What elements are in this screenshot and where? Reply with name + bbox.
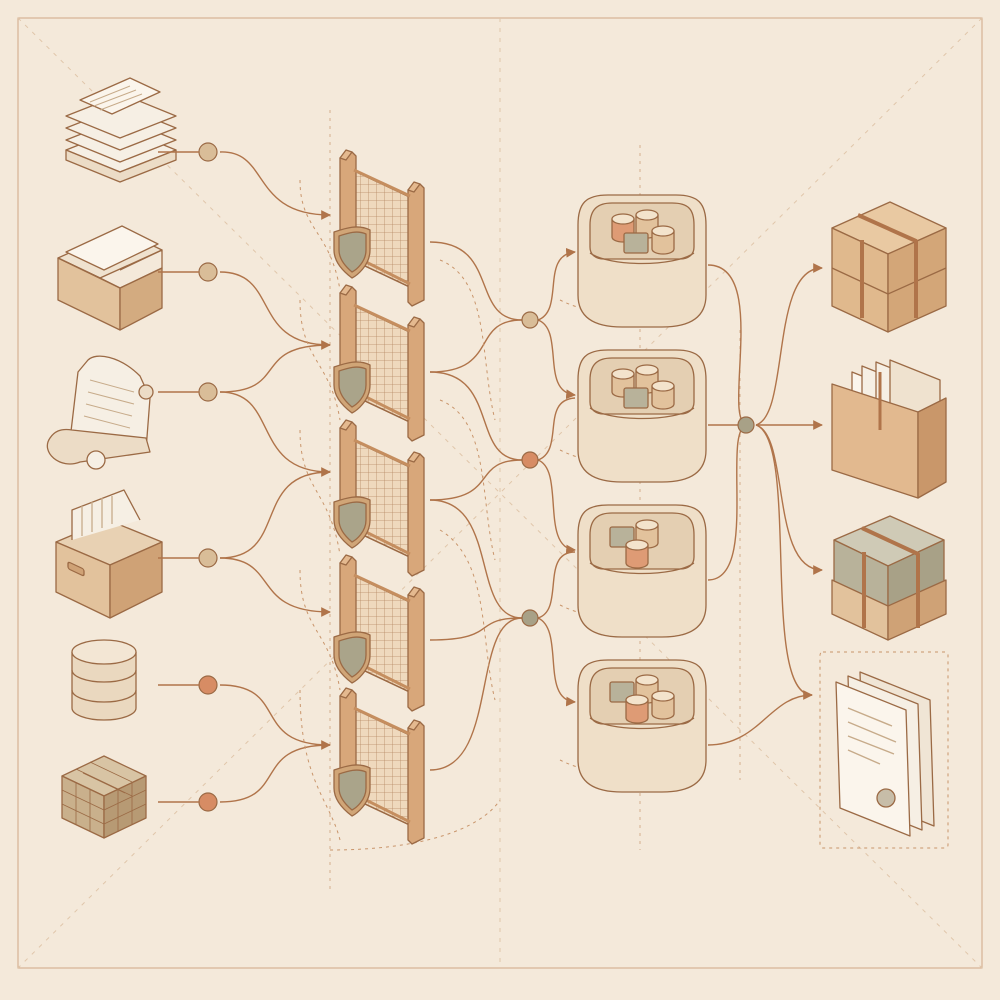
source-node-3: [198, 382, 218, 402]
scroll-icon: [46, 355, 154, 470]
connector-out-4: [755, 424, 813, 696]
connector-out-3: [755, 424, 823, 575]
shield-gate-4-icon: [333, 554, 425, 712]
hub-node-1: [521, 311, 539, 329]
banded-bundle-icon: [831, 515, 947, 641]
junction-nodes: [158, 142, 755, 812]
source-node-6: [198, 792, 218, 812]
connector-source-4: [219, 471, 331, 559]
connector-bin-4: [707, 690, 813, 746]
storage-bin-3-icon: [577, 504, 707, 638]
connector-gate-3b: [429, 499, 523, 619]
database-cylinder-icon: [71, 639, 137, 721]
connector-gate-1: [429, 241, 523, 321]
connector-source-5: [219, 684, 331, 750]
connector-gate-2b: [429, 371, 523, 461]
shield-gate-2-icon: [333, 284, 425, 442]
source-icons: [46, 77, 177, 839]
source-node-5: [198, 675, 218, 695]
shield-gate-5-icon: [333, 687, 425, 845]
output-hub-node: [737, 416, 755, 434]
connector-source-1: [219, 151, 331, 220]
source-node-2: [198, 262, 218, 282]
connector-gate-4: [429, 617, 523, 641]
connector-gate-2: [429, 319, 523, 373]
connector-source-3b: [219, 391, 331, 477]
connector-source-4b: [219, 557, 331, 617]
output-icons: [831, 201, 947, 837]
connector-hub-3: [537, 551, 576, 619]
source-node-4: [198, 548, 218, 568]
certified-documents-icon: [835, 671, 935, 837]
hub-node-3: [521, 609, 539, 627]
hub-node-2: [521, 451, 539, 469]
source-node-1: [198, 142, 218, 162]
background-guides: [17, 17, 983, 969]
bin-4-item-4: [651, 696, 675, 720]
bin-3-item-3: [625, 545, 649, 569]
folder-file-box-icon: [831, 359, 947, 499]
connector-hub-3b: [537, 617, 576, 707]
storage-bin-4-icon: [577, 659, 707, 793]
connector-bin-3: [707, 424, 749, 581]
paper-stack-icon: [65, 77, 177, 183]
bin-1-item-4: [651, 231, 675, 255]
connector-source-6: [219, 744, 331, 803]
shield-gates: [333, 149, 425, 845]
connectors: [219, 151, 823, 803]
connector-hub-2b: [537, 459, 576, 555]
bin-4-item-3: [625, 700, 649, 724]
connector-gate-3: [429, 459, 523, 501]
storage-bin-2-icon: [577, 349, 707, 483]
folder-documents-icon: [57, 225, 163, 331]
connector-hub-1b: [537, 319, 576, 400]
bin-2-item-3: [623, 387, 649, 409]
connector-hub-2: [537, 397, 576, 461]
storage-bin-1-icon: [577, 194, 707, 328]
connector-source-2: [219, 271, 331, 350]
cube-grid-icon: [61, 755, 147, 839]
file-box-icon: [55, 489, 163, 619]
connector-source-3: [219, 344, 331, 393]
bin-2-item-4: [651, 386, 675, 410]
bin-1-item-3: [623, 232, 649, 254]
connector-out-1: [755, 263, 823, 426]
connector-bin-1: [707, 264, 749, 426]
shield-gate-3-icon: [333, 419, 425, 577]
connector-gate-5: [429, 617, 523, 771]
connector-hub-1: [537, 247, 576, 321]
storage-bins: [577, 194, 707, 793]
strapped-crate-icon: [831, 201, 947, 333]
shield-gate-1-icon: [333, 149, 425, 307]
